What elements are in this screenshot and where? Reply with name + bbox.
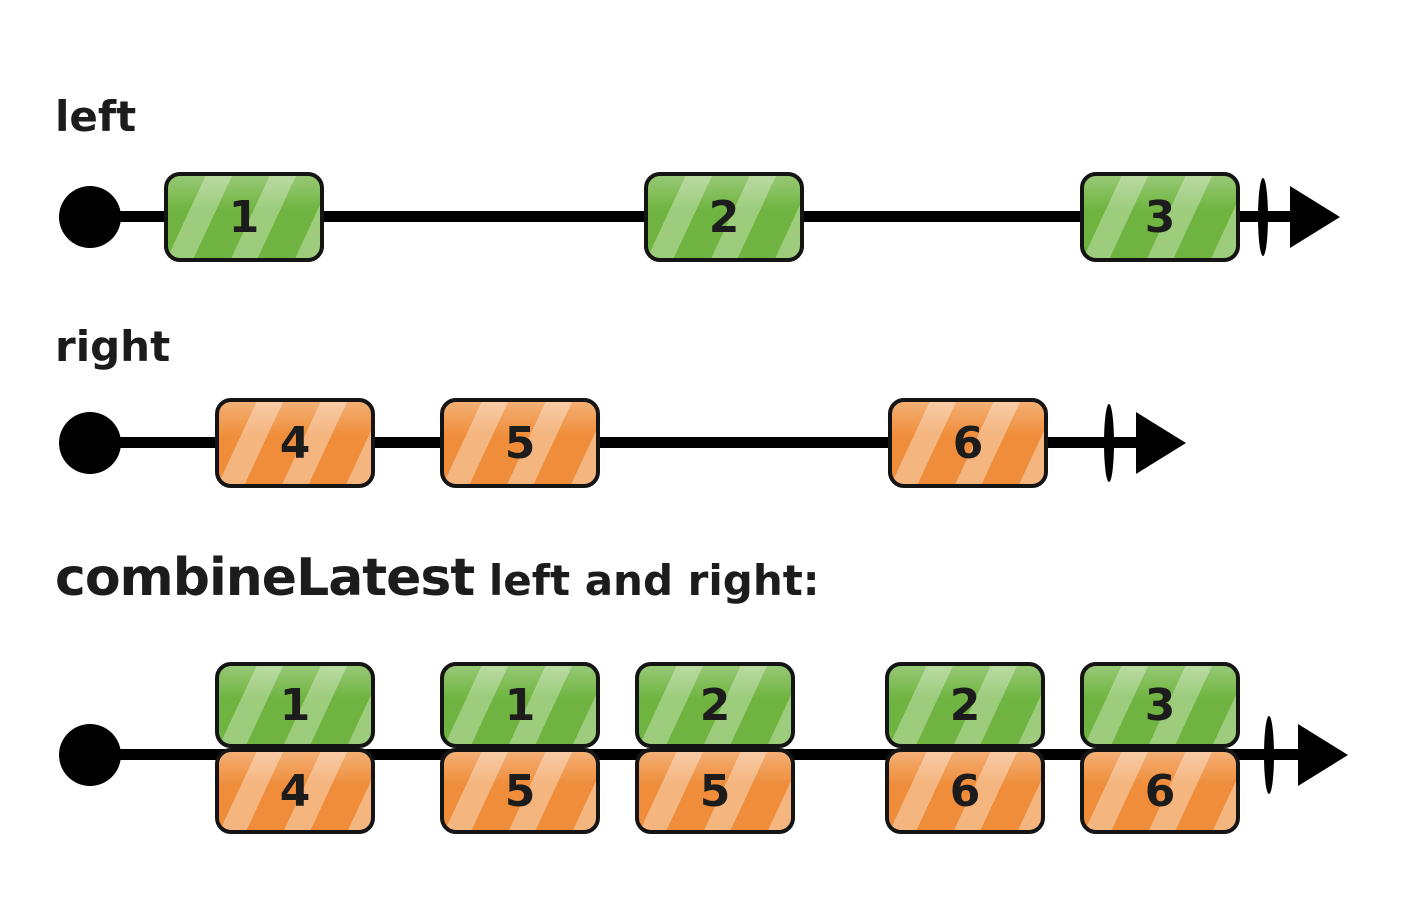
result-pair-3-top-marble: 2 (635, 662, 795, 748)
result-pair-5-bottom-value: 6 (1144, 765, 1176, 817)
marble-right-6: 6 (888, 398, 1048, 488)
result-pair-5-bottom-marble: 6 (1080, 748, 1240, 834)
result-timeline-end-tick (1264, 716, 1274, 794)
result-pair-2-top-marble: 1 (440, 662, 600, 748)
marble-left-3: 3 (1080, 172, 1240, 262)
result-pair-2-bottom-marble: 5 (440, 748, 600, 834)
result-pair-1-bottom-value: 4 (279, 765, 311, 817)
right-timeline-end-tick (1104, 404, 1114, 482)
marble-left-1: 1 (164, 172, 324, 262)
operator-header-suffix: left and right: (474, 556, 820, 605)
right-timeline-arrowhead (1136, 412, 1186, 474)
marble-left-2: 2 (644, 172, 804, 262)
result-pair-4-top-value: 2 (949, 679, 981, 731)
result-pair-1-top-value: 1 (279, 679, 311, 731)
result-pair-2-top-value: 1 (504, 679, 536, 731)
marble-right-4: 4 (215, 398, 375, 488)
left-timeline-origin-dot (59, 186, 121, 248)
result-pair-5-top-value: 3 (1144, 679, 1176, 731)
right-stream-label: right (55, 322, 171, 371)
result-pair-1-bottom-marble: 4 (215, 748, 375, 834)
result-timeline-origin-dot (59, 724, 121, 786)
left-timeline-end-tick (1258, 178, 1268, 256)
marble-left-1-value: 1 (228, 191, 260, 243)
operator-header: combineLatest left and right: (55, 548, 820, 608)
result-pair-3-bottom-marble: 5 (635, 748, 795, 834)
result-pair-3-bottom-value: 5 (699, 765, 731, 817)
result-timeline-arrowhead (1298, 724, 1348, 786)
result-pair-5-top-marble: 3 (1080, 662, 1240, 748)
marble-right-6-value: 6 (952, 417, 984, 469)
left-timeline-arrowhead (1290, 186, 1340, 248)
marble-left-2-value: 2 (708, 191, 740, 243)
result-pair-2-bottom-value: 5 (504, 765, 536, 817)
marble-right-5-value: 5 (504, 417, 536, 469)
result-pair-4-top-marble: 2 (885, 662, 1045, 748)
result-pair-4-bottom-value: 6 (949, 765, 981, 817)
right-timeline-origin-dot (59, 412, 121, 474)
marble-right-4-value: 4 (279, 417, 311, 469)
marble-right-5: 5 (440, 398, 600, 488)
right-timeline-line (90, 437, 1150, 448)
marble-left-3-value: 3 (1144, 191, 1176, 243)
left-stream-label: left (55, 92, 137, 141)
result-pair-1-top-marble: 1 (215, 662, 375, 748)
operator-name: combineLatest (55, 548, 475, 608)
result-pair-4-bottom-marble: 6 (885, 748, 1045, 834)
result-pair-3-top-value: 2 (699, 679, 731, 731)
